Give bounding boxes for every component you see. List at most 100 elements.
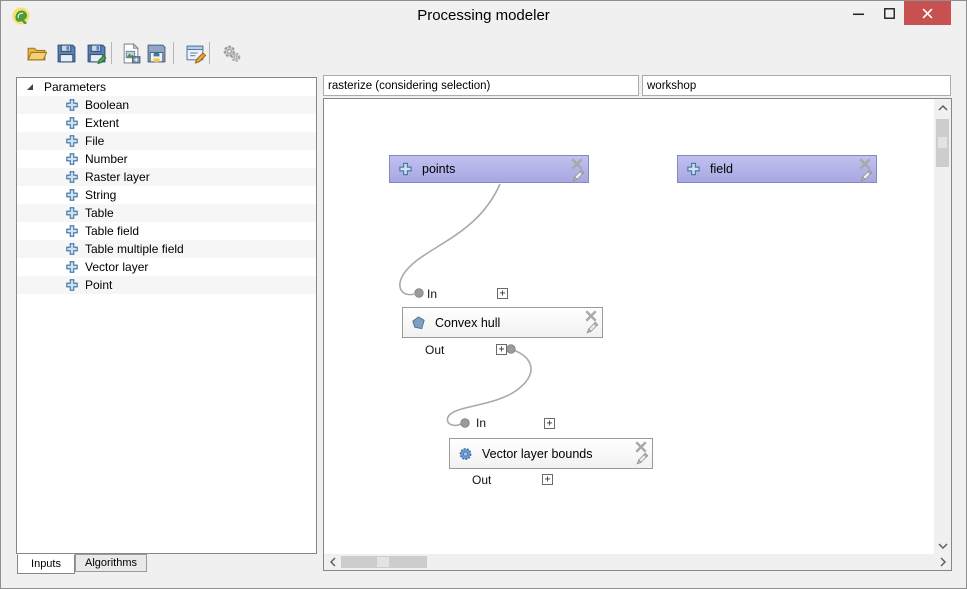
add-parameter-icon <box>66 225 78 237</box>
chevron-right-icon <box>940 557 946 567</box>
vector-bounds-icon <box>459 447 472 460</box>
vectorbounds-in-expand-button[interactable]: + <box>544 418 555 429</box>
convex-hull-icon <box>412 315 425 329</box>
tree-item-boolean[interactable]: Boolean <box>17 96 316 114</box>
tree-item-point[interactable]: Point <box>17 276 316 294</box>
add-parameter-icon <box>66 135 78 147</box>
vectorbounds-in-label: In <box>476 416 487 430</box>
algorithm-node-vector-layer-bounds[interactable]: Vector layer bounds <box>449 438 653 469</box>
vectorbounds-out-expand-button[interactable]: + <box>542 474 553 485</box>
edit-node-icon[interactable] <box>584 321 599 336</box>
export-image-icon <box>123 42 140 63</box>
tree-item-table-multiple-field[interactable]: Table multiple field <box>17 240 316 258</box>
edit-node-icon[interactable] <box>858 169 873 184</box>
maximize-icon <box>883 7 895 19</box>
tree-root-label: Parameters <box>44 80 107 94</box>
horizontal-scrollbar[interactable] <box>324 554 951 570</box>
save-model-as-button[interactable] <box>82 39 110 67</box>
tree-item-file[interactable]: File <box>17 132 316 150</box>
tree-item-label: Boolean <box>85 98 130 112</box>
edit-model-help-button[interactable] <box>182 39 210 67</box>
tree-item-label: Point <box>85 278 113 292</box>
edit-node-icon[interactable] <box>634 452 649 467</box>
scroll-grip <box>377 557 389 567</box>
vertical-scrollbar[interactable] <box>934 99 951 554</box>
model-name-input[interactable] <box>323 75 639 96</box>
chevron-down-icon <box>938 543 947 549</box>
node-label: field <box>710 162 733 176</box>
scroll-grip <box>938 137 947 148</box>
close-button[interactable] <box>904 1 951 25</box>
chevron-up-icon <box>938 104 947 110</box>
convexhull-in-label: In <box>427 287 438 301</box>
tree-expanded-icon[interactable] <box>26 83 34 91</box>
scroll-up-button[interactable] <box>934 99 951 116</box>
tree-item-label: Extent <box>85 116 120 130</box>
minimize-button[interactable] <box>843 1 873 25</box>
param-node-points[interactable]: points <box>389 155 589 183</box>
add-parameter-icon <box>66 279 78 291</box>
tree-item-label: Table <box>85 206 114 220</box>
tree-item-label: String <box>85 188 117 202</box>
delete-node-icon[interactable] <box>635 441 647 453</box>
tree-item-label: File <box>85 134 105 148</box>
export-as-python-button[interactable] <box>142 39 170 67</box>
algorithm-node-convex-hull[interactable]: Convex hull <box>402 307 603 338</box>
model-group-input[interactable] <box>642 75 951 96</box>
add-parameter-icon <box>687 162 700 176</box>
toolbar-separator <box>111 42 112 64</box>
titlebar: Processing modeler <box>1 1 966 31</box>
scroll-right-button[interactable] <box>934 554 951 570</box>
param-node-field[interactable]: field <box>677 155 877 183</box>
toolbar-separator <box>209 42 210 64</box>
save-model-button[interactable] <box>52 39 80 67</box>
save-icon <box>57 44 75 62</box>
close-icon <box>922 8 933 18</box>
horizontal-scroll-thumb[interactable] <box>341 556 427 568</box>
add-parameter-icon <box>66 171 78 183</box>
scroll-down-button[interactable] <box>934 537 951 554</box>
inputs-tree-panel: Parameters Boolean Extent File Number Ra… <box>16 77 317 554</box>
minimize-icon <box>852 13 864 15</box>
add-parameter-icon <box>66 207 78 219</box>
vertical-scroll-thumb[interactable] <box>936 119 949 167</box>
vectorbounds-out-label: Out <box>472 473 492 487</box>
maximize-button[interactable] <box>874 1 904 25</box>
tab-algorithms[interactable]: Algorithms <box>75 554 147 572</box>
convexhull-in-expand-button[interactable]: + <box>497 288 508 299</box>
delete-node-icon[interactable] <box>571 158 583 170</box>
toolbar <box>1 37 966 71</box>
run-model-button[interactable] <box>217 39 245 67</box>
tree-item-raster-layer[interactable]: Raster layer <box>17 168 316 186</box>
folder-open-icon <box>26 47 47 60</box>
node-label: points <box>422 162 456 176</box>
edit-node-icon[interactable] <box>570 169 585 184</box>
node-label: Vector layer bounds <box>482 446 593 461</box>
add-parameter-icon <box>399 162 412 176</box>
add-parameter-icon <box>66 243 78 255</box>
tree-root-parameters[interactable]: Parameters <box>17 78 316 96</box>
tree-item-vector-layer[interactable]: Vector layer <box>17 258 316 276</box>
delete-node-icon[interactable] <box>859 158 871 170</box>
tree-item-number[interactable]: Number <box>17 150 316 168</box>
scroll-left-button[interactable] <box>324 554 341 570</box>
tree-item-string[interactable]: String <box>17 186 316 204</box>
tree-item-table[interactable]: Table <box>17 204 316 222</box>
run-gears-icon <box>223 45 240 62</box>
convexhull-out-expand-button[interactable]: + <box>496 344 507 355</box>
delete-node-icon[interactable] <box>585 310 597 322</box>
toolbar-separator <box>173 42 174 64</box>
tree-item-table-field[interactable]: Table field <box>17 222 316 240</box>
open-model-button[interactable] <box>22 39 50 67</box>
add-parameter-icon <box>66 189 78 201</box>
tab-inputs[interactable]: Inputs <box>17 554 75 574</box>
window-title: Processing modeler <box>417 7 550 24</box>
tree-item-label: Number <box>85 152 128 166</box>
export-as-image-button[interactable] <box>117 39 145 67</box>
save-as-icon <box>87 44 107 64</box>
add-parameter-icon <box>66 99 78 111</box>
chevron-left-icon <box>329 557 335 567</box>
tree-item-extent[interactable]: Extent <box>17 114 316 132</box>
add-parameter-icon <box>66 261 78 273</box>
